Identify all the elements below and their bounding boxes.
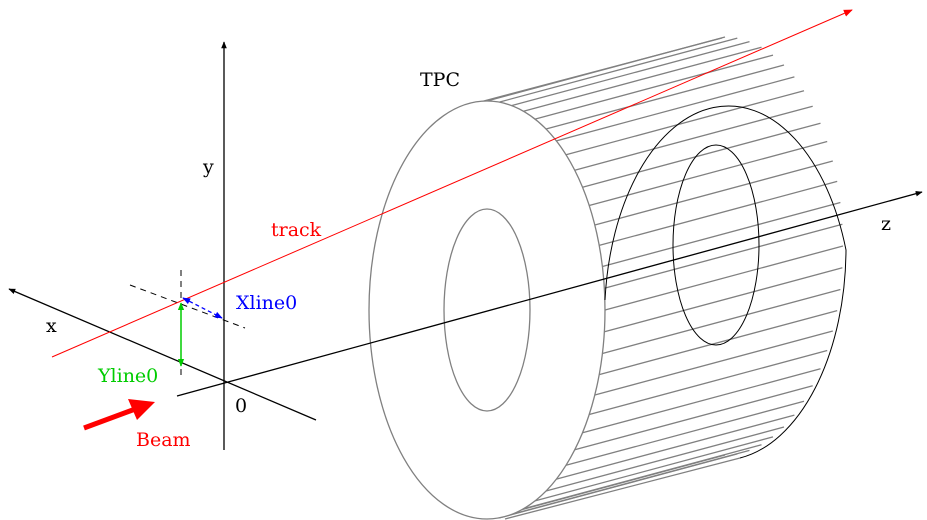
hatch-line — [499, 37, 738, 103]
tpc-front-inner — [443, 208, 531, 412]
tpc-back-inner — [672, 144, 760, 346]
hatch-line — [511, 40, 750, 107]
xline0-arrow — [182, 297, 223, 319]
hatch-line — [589, 349, 828, 416]
tpc-cylinder — [368, 36, 844, 520]
hatch-line — [534, 54, 774, 120]
tpc-bottom-edge — [504, 457, 741, 520]
yline0-label: Yline0 — [97, 365, 158, 387]
tpc-top-edge — [479, 37, 723, 103]
dashed-horizontal — [129, 284, 246, 329]
hatch-line — [602, 201, 841, 268]
x-axis-line — [8, 288, 317, 421]
x-axis-label: x — [46, 315, 57, 337]
hatch-line — [534, 436, 774, 502]
xline0-label: Xline0 — [236, 292, 297, 314]
y-axis-label: y — [202, 156, 214, 178]
hatch-line — [604, 223, 843, 289]
hatch-line — [599, 309, 838, 376]
beam-label: Beam — [136, 429, 191, 451]
hatch-line — [594, 330, 833, 396]
hatch-line — [556, 76, 795, 142]
tpc-back-face — [604, 105, 847, 459]
beam-arrow — [83, 399, 155, 431]
hatch-line — [565, 400, 805, 466]
z-axis-line — [176, 190, 923, 397]
hatch-line — [589, 140, 828, 207]
hatch-line — [602, 288, 841, 355]
tpc-back-outer-visible — [604, 105, 847, 459]
z-axis-label: z — [881, 213, 891, 235]
tpc-label: TPC — [420, 69, 460, 91]
hatch-line — [599, 180, 838, 247]
hatch-line — [582, 122, 821, 188]
tpc-front-outer — [368, 100, 606, 520]
tpc-barrel-hatching — [486, 36, 844, 520]
hatch-line — [545, 64, 785, 130]
hatch-line — [574, 385, 813, 451]
hatch-line — [565, 90, 805, 156]
axes — [8, 41, 923, 450]
hatch-line — [574, 105, 813, 171]
guide-lines — [129, 270, 246, 375]
track-label: track — [271, 219, 322, 241]
hatch-line — [556, 414, 795, 480]
origin-label: 0 — [235, 395, 247, 417]
hatch-line — [594, 160, 833, 226]
hatch-line — [545, 426, 785, 492]
hatch-line — [604, 245, 844, 311]
hatch-line — [604, 267, 843, 333]
hatch-line — [486, 454, 726, 520]
hatch-line — [523, 46, 762, 112]
hatch-line — [499, 453, 738, 519]
hatch-line — [582, 368, 821, 434]
